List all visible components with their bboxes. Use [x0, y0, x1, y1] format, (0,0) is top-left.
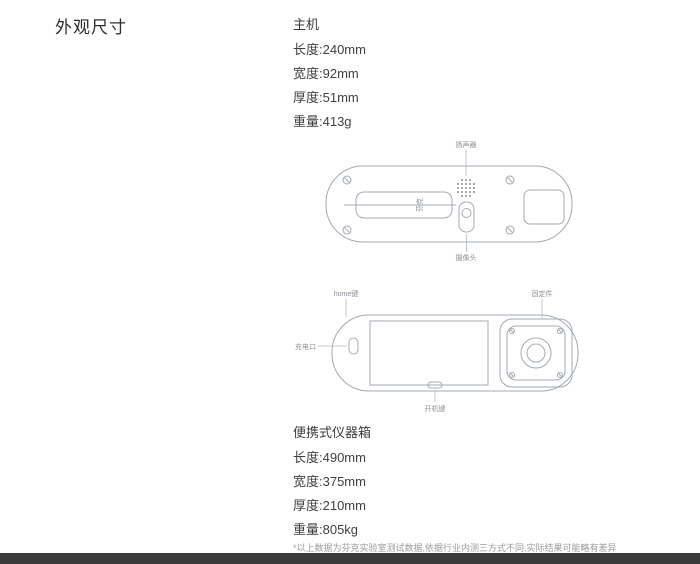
host-spec-width: 宽度:92mm	[293, 66, 359, 81]
device-back-illustration: 芬克 扬声器 摄像头	[325, 140, 573, 262]
case-spec-width: 宽度:375mm	[293, 474, 366, 489]
charge-port-label: 充电口	[295, 342, 316, 351]
speaker-grille	[456, 178, 476, 198]
host-spec-length: 长度:240mm	[293, 42, 366, 57]
screw-icons-front	[509, 328, 563, 378]
host-spec-thickness: 厚度:51mm	[293, 90, 359, 105]
device-front-outline	[331, 314, 579, 392]
power-key-label: 开机键	[425, 404, 446, 413]
page-title: 外观尺寸	[55, 18, 127, 37]
host-spec-weight: 重量:413g	[293, 114, 352, 129]
home-key-label: home键	[334, 289, 359, 298]
footer-bar	[0, 553, 700, 564]
brand-logo-text: 芬克	[415, 198, 424, 212]
case-spec-length: 长度:490mm	[293, 450, 366, 465]
host-heading: 主机	[293, 17, 320, 32]
camera-label: 摄像头	[456, 253, 477, 262]
device-back-outline	[325, 165, 573, 243]
case-spec-section: 便携式仪器箱 长度:490mm 宽度:375mm 厚度:210mm 重量:805…	[293, 424, 371, 542]
device-front-illustration: home键 固定件 充电口 开机键	[295, 289, 579, 413]
case-spec-thickness: 厚度:210mm	[293, 498, 366, 513]
speaker-label: 扬声器	[456, 140, 477, 149]
host-spec-section: 主机 长度:240mm 宽度:92mm 厚度:51mm 重量:413g	[293, 16, 366, 134]
disclaimer-footnote: *以上数据为芬克实验室测试数据,依据行业内测三方式不同,实际结果可能略有差异	[293, 543, 617, 553]
fastener-label: 固定件	[532, 289, 553, 298]
case-spec-weight: 重量:805kg	[293, 522, 359, 537]
screw-icons-back	[342, 175, 515, 235]
case-heading: 便携式仪器箱	[293, 425, 372, 440]
